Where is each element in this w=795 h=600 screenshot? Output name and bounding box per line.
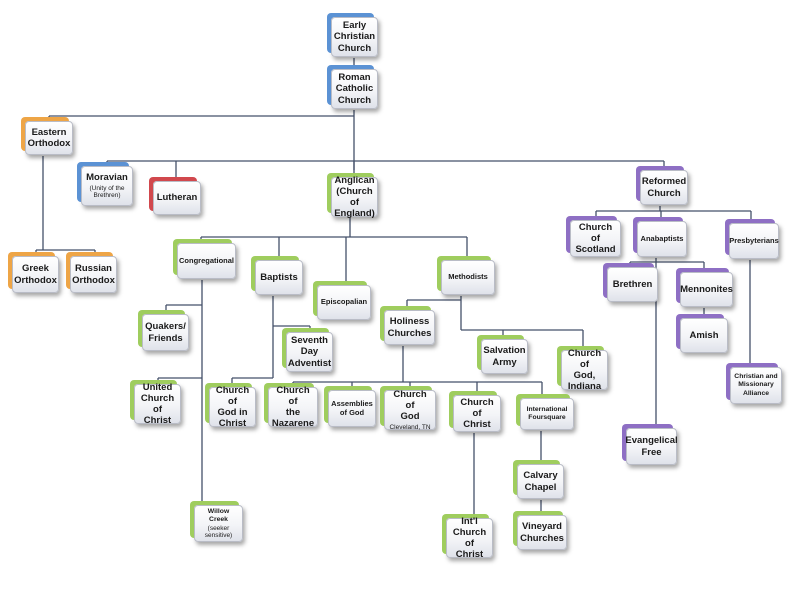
node-anabaptists[interactable]: Anabaptists	[637, 221, 687, 257]
node-baptists[interactable]: Baptists	[255, 260, 303, 295]
node-presbyterians[interactable]: Presbyterians	[729, 223, 779, 259]
node-episcopalian[interactable]: Episcopalian	[317, 285, 371, 320]
node-methodists[interactable]: Methodists	[441, 260, 495, 295]
node-congregational[interactable]: Congregational	[177, 243, 236, 279]
node-amish[interactable]: Amish	[680, 318, 728, 353]
node-brethren[interactable]: Brethren	[607, 267, 658, 302]
node-mennonites[interactable]: Mennonites	[680, 272, 733, 307]
node-quakers-friends[interactable]: Quakers/Friends	[142, 314, 189, 351]
node-lutheran[interactable]: Lutheran	[153, 181, 201, 215]
